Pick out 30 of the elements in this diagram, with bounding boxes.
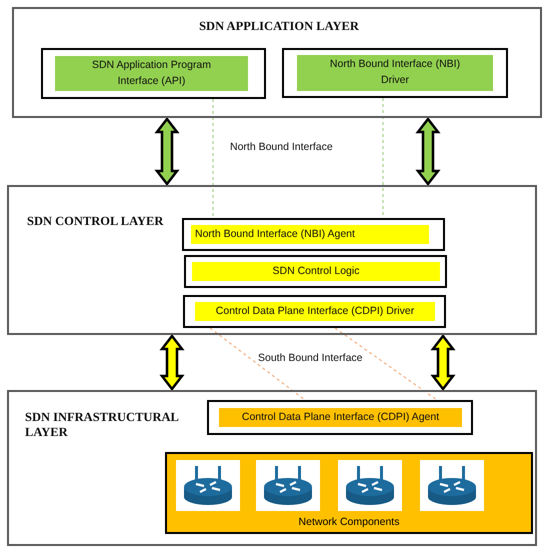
interface-label: South Bound Interface bbox=[258, 352, 362, 364]
component-label: SDN Application Program Interface (API) bbox=[55, 56, 248, 92]
component-label: SDN Control Logic bbox=[192, 262, 440, 282]
component-box bbox=[282, 48, 508, 98]
layer-title: SDN CONTROL LAYER bbox=[27, 214, 164, 229]
component-label: North Bound Interface (NBI) Driver bbox=[297, 55, 493, 91]
interface-label: North Bound Interface bbox=[230, 141, 333, 153]
dashed-connector bbox=[334, 328, 438, 400]
component-box bbox=[207, 400, 473, 435]
network-components-panel bbox=[165, 452, 533, 534]
layer-title: SDN APPLICATION LAYER bbox=[198, 19, 360, 34]
dashed-connector bbox=[210, 328, 306, 400]
layer-panel bbox=[7, 185, 537, 335]
layer-panel bbox=[12, 7, 542, 118]
component-box bbox=[183, 295, 446, 328]
component-label: Control Data Plane Interface (CDPI) Agent bbox=[219, 408, 462, 428]
double-block-arrow bbox=[430, 334, 456, 392]
component-box bbox=[41, 48, 266, 99]
component-caption: Network Components bbox=[298, 516, 400, 528]
component-label: Control Data Plane Interface (CDPI) Driver bbox=[195, 302, 435, 322]
component-box bbox=[184, 255, 447, 288]
double-block-arrow bbox=[159, 334, 185, 392]
layer-panel bbox=[7, 390, 537, 546]
double-block-arrow bbox=[154, 116, 180, 186]
component-box bbox=[182, 218, 445, 251]
double-block-arrow bbox=[415, 116, 441, 186]
layer-title: SDN INFRASTRUCTURAL LAYER bbox=[25, 410, 180, 440]
dashed-connector bbox=[382, 98, 384, 218]
dashed-connector bbox=[212, 99, 214, 218]
component-label: North Bound Interface (NBI) Agent bbox=[191, 224, 429, 244]
